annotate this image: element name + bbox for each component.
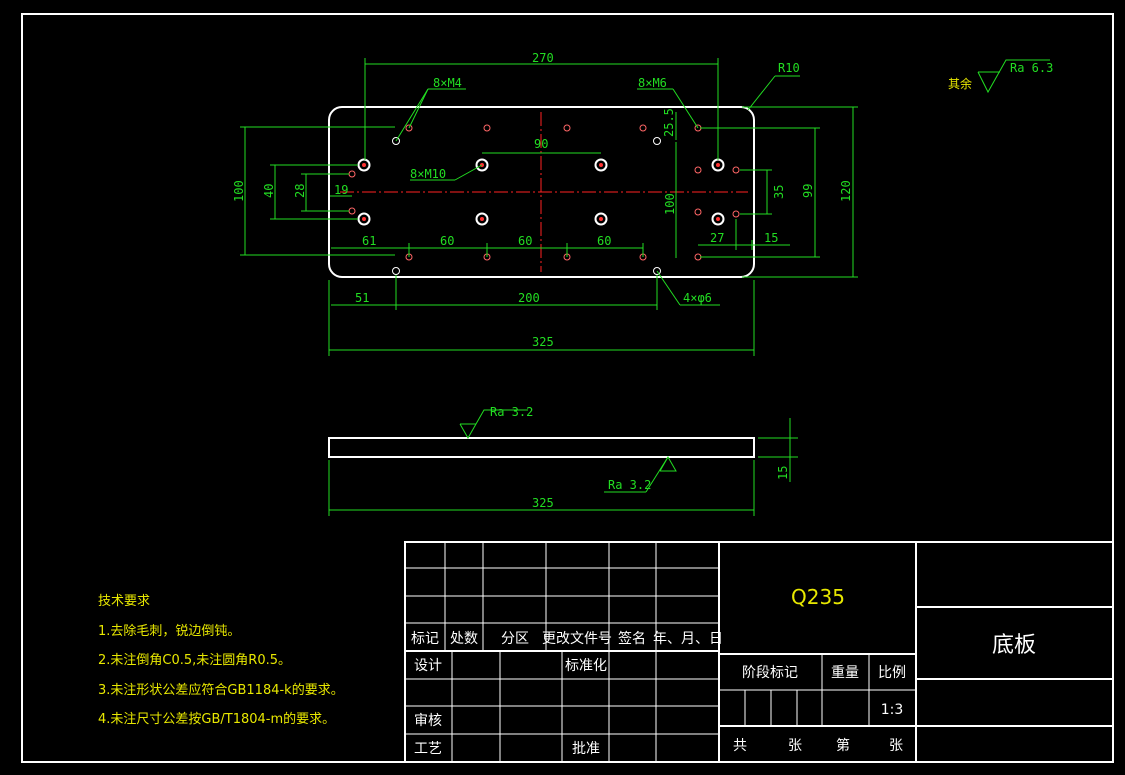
notes-title: 技术要求 [98, 594, 151, 609]
material: Q235 [791, 585, 845, 609]
label-weight: 重量 [831, 665, 859, 681]
roughness-rest-value: Ra 6.3 [1010, 61, 1053, 75]
scale-value: 1:3 [881, 702, 904, 718]
roughness-bottom-value: Ra 3.2 [608, 478, 651, 492]
dim-61: 61 [362, 234, 376, 248]
dim-15-thickness: 15 [776, 466, 790, 480]
dim-28: 28 [293, 184, 307, 198]
dim-60-b: 60 [518, 234, 532, 248]
m10-holes [357, 158, 725, 226]
dim-100-left: 100 [232, 180, 246, 202]
label-process: 工艺 [414, 741, 442, 757]
note-item-2: 2.未注倒角C0.5,未注圆角R0.5。 [98, 653, 291, 668]
dim-51: 51 [355, 291, 369, 305]
dim-60-a: 60 [440, 234, 454, 248]
roughness-rest-symbol [977, 59, 1050, 94]
roughness-top-value: Ra 3.2 [490, 405, 533, 419]
dim-60-c: 60 [597, 234, 611, 248]
dim-325-plan: 325 [532, 335, 554, 349]
rev-header-doc-no: 更改文件号 [542, 631, 612, 647]
label-sheets-total: 共 [733, 738, 747, 754]
plate-outline [328, 106, 755, 278]
dim-8xm4: 8×M4 [433, 76, 462, 90]
title-block-text: Q235 底板 标记 处数 分区 更改文件号 签名 年、月、日 设计 标准化 审… [411, 585, 1036, 757]
dim-8xm6: 8×M6 [638, 76, 667, 90]
dim-8xm10: 8×M10 [410, 167, 446, 181]
rev-header-count: 处数 [450, 631, 478, 647]
dim-270: 270 [532, 51, 554, 65]
note-item-3: 3.未注形状公差应符合GB1184-k的要求。 [98, 683, 344, 698]
side-view [328, 409, 798, 516]
label-sheets-unit: 张 [788, 738, 802, 754]
phi6-holes [392, 137, 661, 275]
label-approve: 批准 [572, 741, 600, 757]
roughness-rest-label: 其余 [948, 76, 972, 91]
plan-dimension-lines [240, 58, 858, 356]
dim-25-5: 25.5 [662, 108, 676, 137]
label-scale: 比例 [878, 665, 906, 681]
label-sheet-unit2: 张 [889, 738, 903, 754]
rev-header-zone: 分区 [501, 631, 529, 647]
dim-90: 90 [534, 137, 548, 151]
label-sheet-no: 第 [836, 737, 850, 754]
dim-35: 35 [772, 185, 786, 199]
note-item-4: 4.未注尺寸公差按GB/T1804-m的要求。 [98, 712, 336, 727]
note-item-1: 1.去除毛刺，锐边倒钝。 [98, 624, 241, 639]
rev-header-mark: 标记 [411, 631, 439, 647]
dim-r10: R10 [778, 61, 800, 75]
dim-40: 40 [262, 184, 276, 198]
dim-100-right: 100 [663, 193, 677, 215]
dim-200: 200 [518, 291, 540, 305]
dim-19: 19 [334, 183, 348, 197]
dim-120: 120 [839, 180, 853, 202]
label-stage-mark: 阶段标记 [742, 665, 798, 681]
dim-99: 99 [801, 184, 815, 198]
rev-header-signature: 签名 [618, 630, 646, 647]
label-review: 审核 [414, 713, 442, 729]
part-name: 底板 [992, 633, 1036, 658]
dim-4xphi6: 4×φ6 [683, 291, 712, 305]
dim-15-a: 15 [764, 231, 778, 245]
plate-side-outline [328, 437, 755, 458]
label-standardize: 标准化 [565, 658, 607, 674]
dim-27: 27 [710, 231, 724, 245]
label-design: 设计 [414, 658, 442, 674]
title-block [404, 541, 1114, 763]
rev-header-date: 年、月、日 [653, 631, 723, 647]
plan-view [240, 58, 858, 356]
dimension-texts: 270 8×M4 8×M6 R10 25.5 90 8×M10 100 40 2… [232, 51, 1053, 510]
dim-325-side: 325 [532, 496, 554, 510]
